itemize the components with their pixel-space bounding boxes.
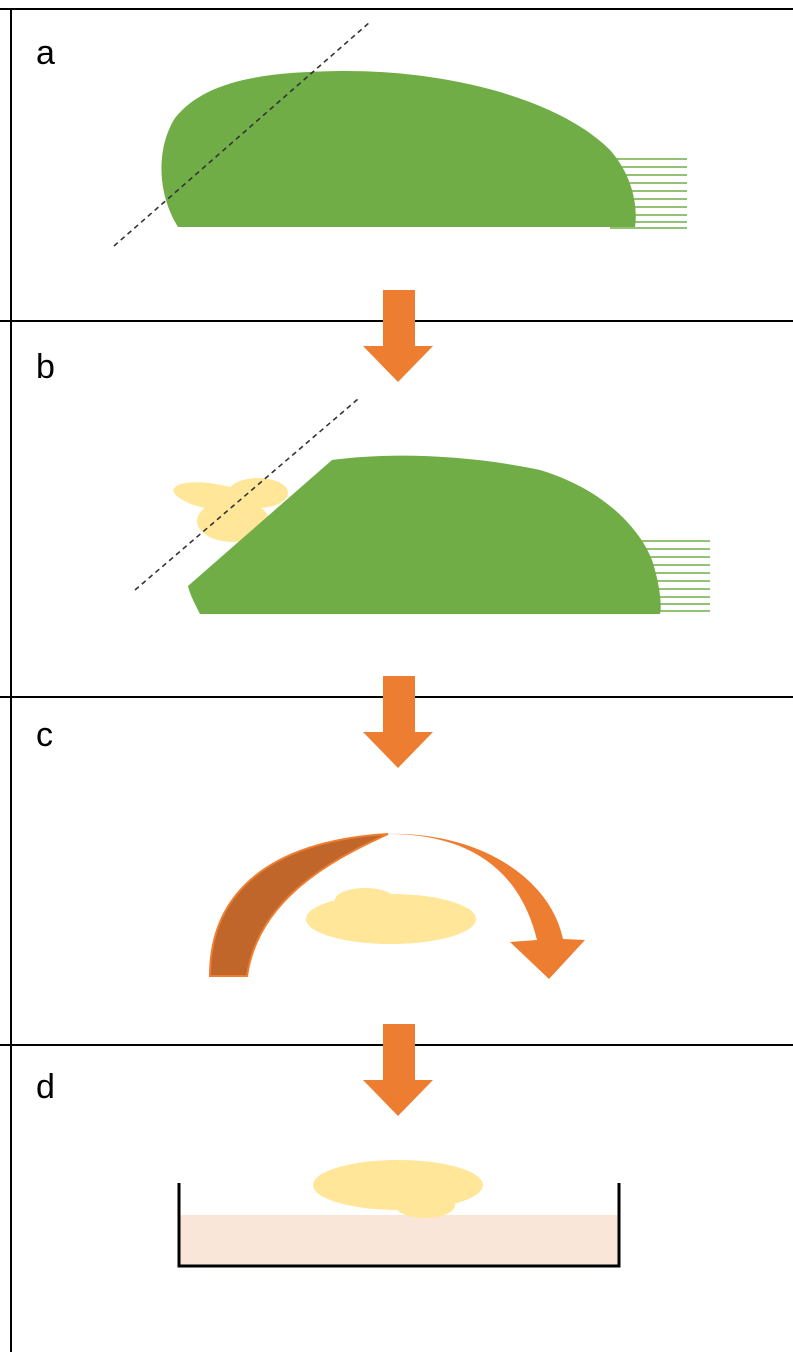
down-arrow-ab xyxy=(363,290,433,382)
down-arrow-bc xyxy=(363,676,433,768)
panel-label-b: b xyxy=(36,348,55,386)
tissue-piece-d xyxy=(313,1160,483,1218)
panel-label-a: a xyxy=(36,34,55,72)
down-arrow-cd xyxy=(363,1024,433,1116)
panel-a xyxy=(114,22,687,246)
panel-d xyxy=(179,1160,619,1266)
panel-c xyxy=(210,834,585,979)
leaf-whole xyxy=(161,71,635,227)
panel-label-d: d xyxy=(36,1068,55,1106)
panel-label-c: c xyxy=(36,716,53,754)
culture-medium xyxy=(180,1215,618,1265)
tissue-piece-c xyxy=(306,888,476,944)
panel-b xyxy=(135,399,710,614)
